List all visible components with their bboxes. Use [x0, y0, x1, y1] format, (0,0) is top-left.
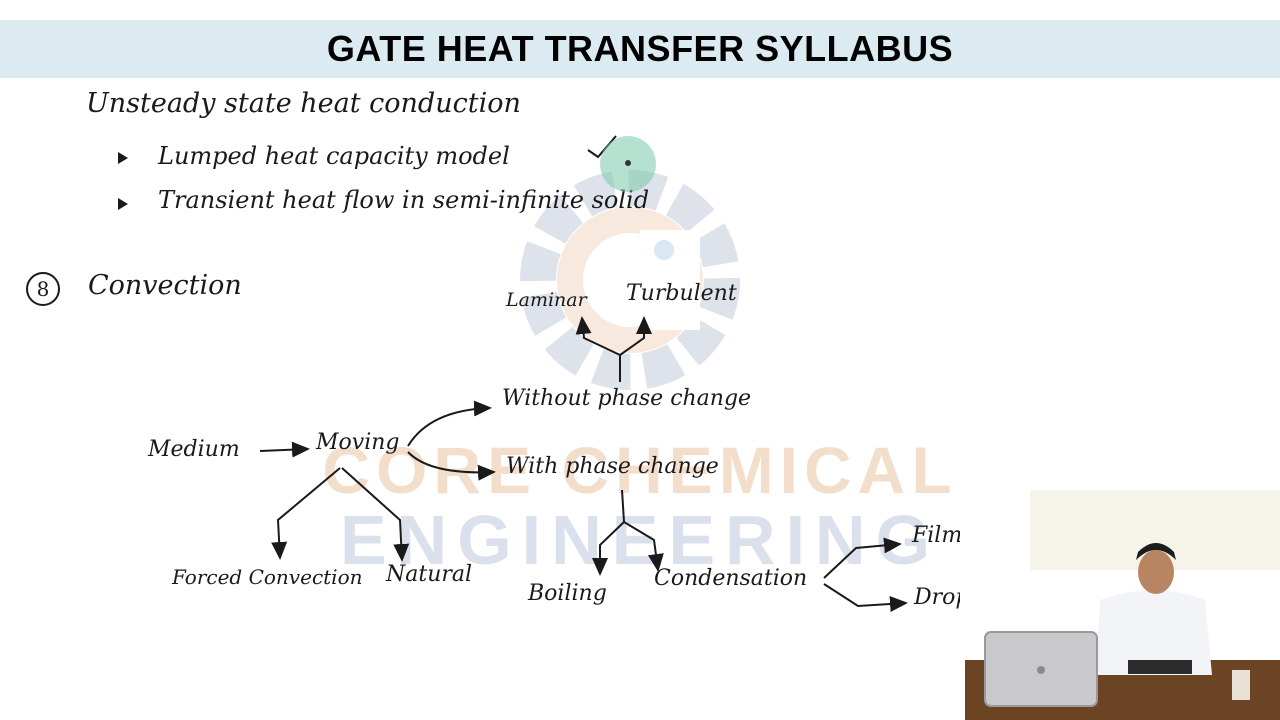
arrow-condensation: [623, 521, 664, 572]
label-condensation: Condensation: [654, 566, 808, 591]
arrow-laminar: [575, 316, 621, 356]
arrow-medium-moving: [259, 441, 310, 458]
pen-holder: [1232, 670, 1250, 700]
stem-phase-change: [621, 489, 625, 523]
label-without-phase-change: Without phase change: [502, 386, 752, 411]
bullet-icon: [118, 152, 128, 164]
label-moving: Moving: [316, 430, 400, 455]
convection-heading: Convection: [88, 270, 242, 301]
arrow-with-phase: [407, 451, 496, 481]
label-natural: Natural: [386, 562, 473, 587]
title-bar: GATE HEAT TRANSFER SYLLABUS: [0, 20, 1280, 78]
label-turbulent: Turbulent: [626, 281, 737, 306]
bullet-transient: Transient heat flow in semi-infinite sol…: [158, 186, 650, 214]
presenter-shirt: [1096, 590, 1212, 675]
drawing-tablet: [1128, 660, 1192, 674]
arrow-forced: [271, 467, 341, 560]
label-with-phase-change: With phase change: [506, 454, 719, 479]
section-number-text: 8: [36, 277, 50, 301]
arrow-boiling: [592, 521, 625, 576]
arrow-film-type: [823, 537, 902, 579]
section-number: 8: [26, 272, 60, 306]
presenter-video: [960, 490, 1280, 720]
unsteady-heading: Unsteady state heat conduction: [86, 88, 521, 119]
label-forced-convection: Forced Convection: [172, 565, 363, 589]
bullet-icon: [118, 198, 128, 210]
label-medium: Medium: [148, 437, 240, 462]
laptop-logo-icon: [1037, 666, 1045, 674]
bullet-lumped: Lumped heat capacity model: [158, 142, 510, 170]
watermark-line-1: CORE CHEMICAL: [322, 433, 958, 507]
presenter-hair: [1136, 543, 1176, 560]
page-title: GATE HEAT TRANSFER SYLLABUS: [326, 28, 954, 69]
watermark-line-2: ENGINEERING: [339, 501, 941, 579]
label-laminar: Laminar: [506, 289, 587, 311]
arrow-without-phase: [407, 400, 492, 447]
pointer-dot: [625, 160, 631, 166]
arrow-turbulent: [619, 316, 652, 356]
presenter-face: [1138, 550, 1174, 594]
bubble-icon: [654, 240, 674, 260]
top-margin: [0, 0, 1280, 20]
arrow-dropwise: [823, 583, 908, 612]
arrow-natural: [341, 467, 410, 562]
label-boiling: Boiling: [528, 581, 607, 606]
